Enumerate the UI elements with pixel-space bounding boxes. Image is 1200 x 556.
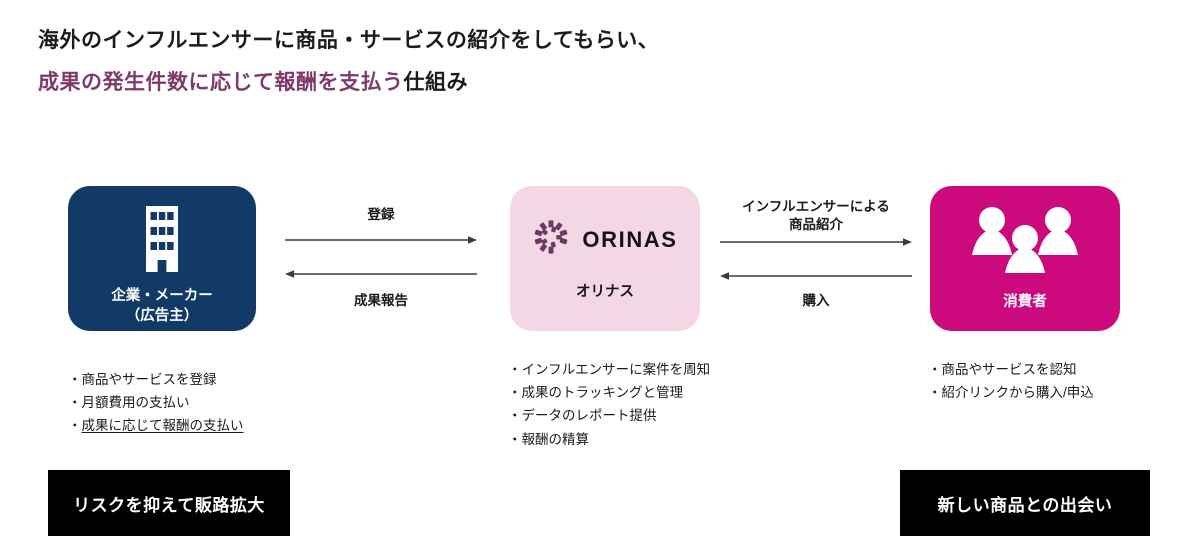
- bullet-text: 成果のトラッキングと管理: [521, 385, 684, 401]
- bullet-list-consumer: ・商品やサービスを認知・紹介リンクから購入/申込: [928, 358, 1094, 404]
- bullet-text: インフルエンサーに案件を周知: [521, 362, 711, 377]
- bullet-text: 商品やサービスを登録: [81, 372, 217, 387]
- bullet-marker: ・: [928, 362, 942, 377]
- bullet-item: ・報酬の精算: [508, 428, 710, 451]
- bullet-text: 商品やサービスを認知: [941, 362, 1077, 377]
- bullet-item: ・データのレポート提供: [508, 404, 710, 427]
- bullet-list-orinas: ・インフルエンサーに案件を周知・成果のトラッキングと管理・データのレポート提供・…: [508, 358, 710, 451]
- bullet-list-advertiser: ・商品やサービスを登録・月額費用の支払い・成果に応じて報酬の支払い: [68, 368, 244, 438]
- connector-label-influencer-promotion: インフルエンサーによる 商品紹介: [742, 199, 890, 232]
- bullet-item: ・成果に応じて報酬の支払い: [68, 414, 244, 437]
- node-consumer-label: 消費者: [1003, 294, 1047, 310]
- outcome-banner-advertiser: リスクを抑えて販路拡大: [48, 470, 290, 536]
- bullet-marker: ・: [508, 385, 522, 401]
- bullet-item: ・インフルエンサーに案件を周知: [508, 358, 710, 381]
- building-icon: [139, 206, 185, 277]
- connector-label-results-report: 成果報告: [354, 293, 408, 308]
- bullet-text: データのレポート提供: [521, 408, 657, 424]
- bullet-marker: ・: [68, 372, 82, 387]
- page-title-line-2: 成果の発生件数に応じて報酬を支払う仕組み: [38, 66, 468, 96]
- outcome-banner-consumer: 新しい商品との出会い: [900, 470, 1150, 536]
- page-title-accent-text: 成果の発生件数に応じて報酬を支払う: [38, 71, 404, 94]
- bullet-text: 月額費用の支払い: [81, 395, 190, 411]
- arrow-left-purchase: [720, 272, 912, 280]
- page-title-plain-text: 仕組み: [403, 71, 468, 94]
- connector-label-registration: 登録: [367, 207, 395, 222]
- bullet-text: 成果に応じて報酬の支払い: [81, 418, 244, 434]
- bullet-marker: ・: [508, 362, 522, 377]
- bullet-item: ・商品やサービスを認知: [928, 358, 1094, 381]
- arrow-right-influencer-promotion: [720, 238, 912, 246]
- orinas-wordmark: ORINAS: [582, 226, 678, 252]
- arrow-right-registration: [285, 236, 477, 244]
- orinas-logo-icon: [532, 218, 570, 261]
- bullet-marker: ・: [508, 431, 522, 447]
- bullet-text: 報酬の精算: [521, 431, 590, 447]
- connector-advertiser-orinas: 登録 成果報告: [285, 206, 477, 316]
- outcome-banner-advertiser-text: リスクを抑えて販路拡大: [73, 495, 265, 515]
- orinas-brand-lockup: ORINAS: [532, 218, 677, 261]
- bullet-item: ・商品やサービスを登録: [68, 368, 244, 391]
- bullet-marker: ・: [68, 395, 82, 411]
- node-advertiser-label: 企業・メーカー （広告主）: [111, 288, 213, 324]
- page-title-line-1: 海外のインフルエンサーに商品・サービスの紹介をしてもらい、: [38, 29, 660, 52]
- arrow-left-results-report: [285, 270, 477, 278]
- bullet-item: ・紹介リンクから購入/申込: [928, 381, 1094, 404]
- node-orinas-label: オリナス: [576, 284, 634, 300]
- connector-orinas-consumer: インフルエンサーによる 商品紹介 購入: [720, 198, 912, 316]
- node-advertiser: 企業・メーカー （広告主）: [68, 186, 256, 331]
- bullet-item: ・成果のトラッキングと管理: [508, 381, 710, 404]
- node-consumer: 消費者: [930, 186, 1120, 331]
- outcome-banner-consumer-text: 新しい商品との出会い: [937, 495, 1113, 515]
- node-orinas: ORINAS オリナス: [510, 186, 700, 331]
- bullet-marker: ・: [928, 385, 942, 401]
- connector-label-purchase: 購入: [802, 293, 830, 308]
- bullet-marker: ・: [68, 418, 82, 434]
- bullet-item: ・月額費用の支払い: [68, 391, 244, 414]
- bullet-marker: ・: [508, 408, 522, 424]
- bullet-text: 紹介リンクから購入/申込: [941, 385, 1094, 401]
- people-group-icon: [969, 206, 1081, 283]
